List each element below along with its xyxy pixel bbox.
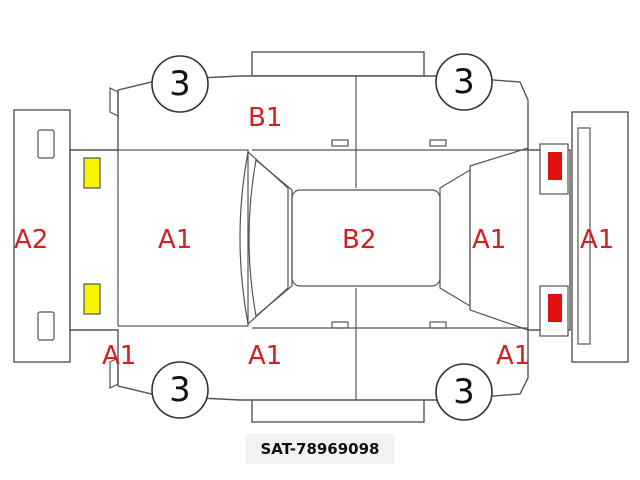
bottom-side-strip	[251, 397, 425, 423]
svg-text:3: 3	[169, 370, 191, 410]
damage-label-roof: B2	[342, 225, 376, 255]
damage-label-front-left: A1	[102, 341, 136, 371]
rear-light-bottom	[548, 294, 562, 322]
damage-label-rocker: A1	[248, 341, 282, 371]
rear-bumper	[571, 111, 629, 363]
car-body	[69, 75, 571, 401]
stock-number-caption: SAT-78969098	[246, 434, 394, 464]
svg-text:3: 3	[453, 372, 475, 412]
svg-text:3: 3	[169, 64, 191, 104]
top-side-strip	[251, 51, 425, 77]
damage-label-front-bumper: A2	[14, 225, 48, 255]
rear-light-top	[548, 152, 562, 180]
damage-label-rear-left: A1	[496, 341, 530, 371]
damage-label-left-door: B1	[248, 103, 282, 133]
damage-label-hood: A1	[158, 225, 192, 255]
tyre-rear-right: 3	[435, 363, 493, 421]
front-bumper	[13, 109, 71, 363]
svg-text:3: 3	[453, 62, 475, 102]
tyre-front-right: 3	[435, 53, 493, 111]
tyre-front-left: 3	[151, 55, 209, 113]
damage-label-rear-glass: A1	[472, 225, 506, 255]
headlight-right	[83, 283, 101, 315]
tyre-rear-left: 3	[151, 361, 209, 419]
headlight-left	[83, 157, 101, 189]
damage-label-rear-bumper: A1	[580, 225, 614, 255]
